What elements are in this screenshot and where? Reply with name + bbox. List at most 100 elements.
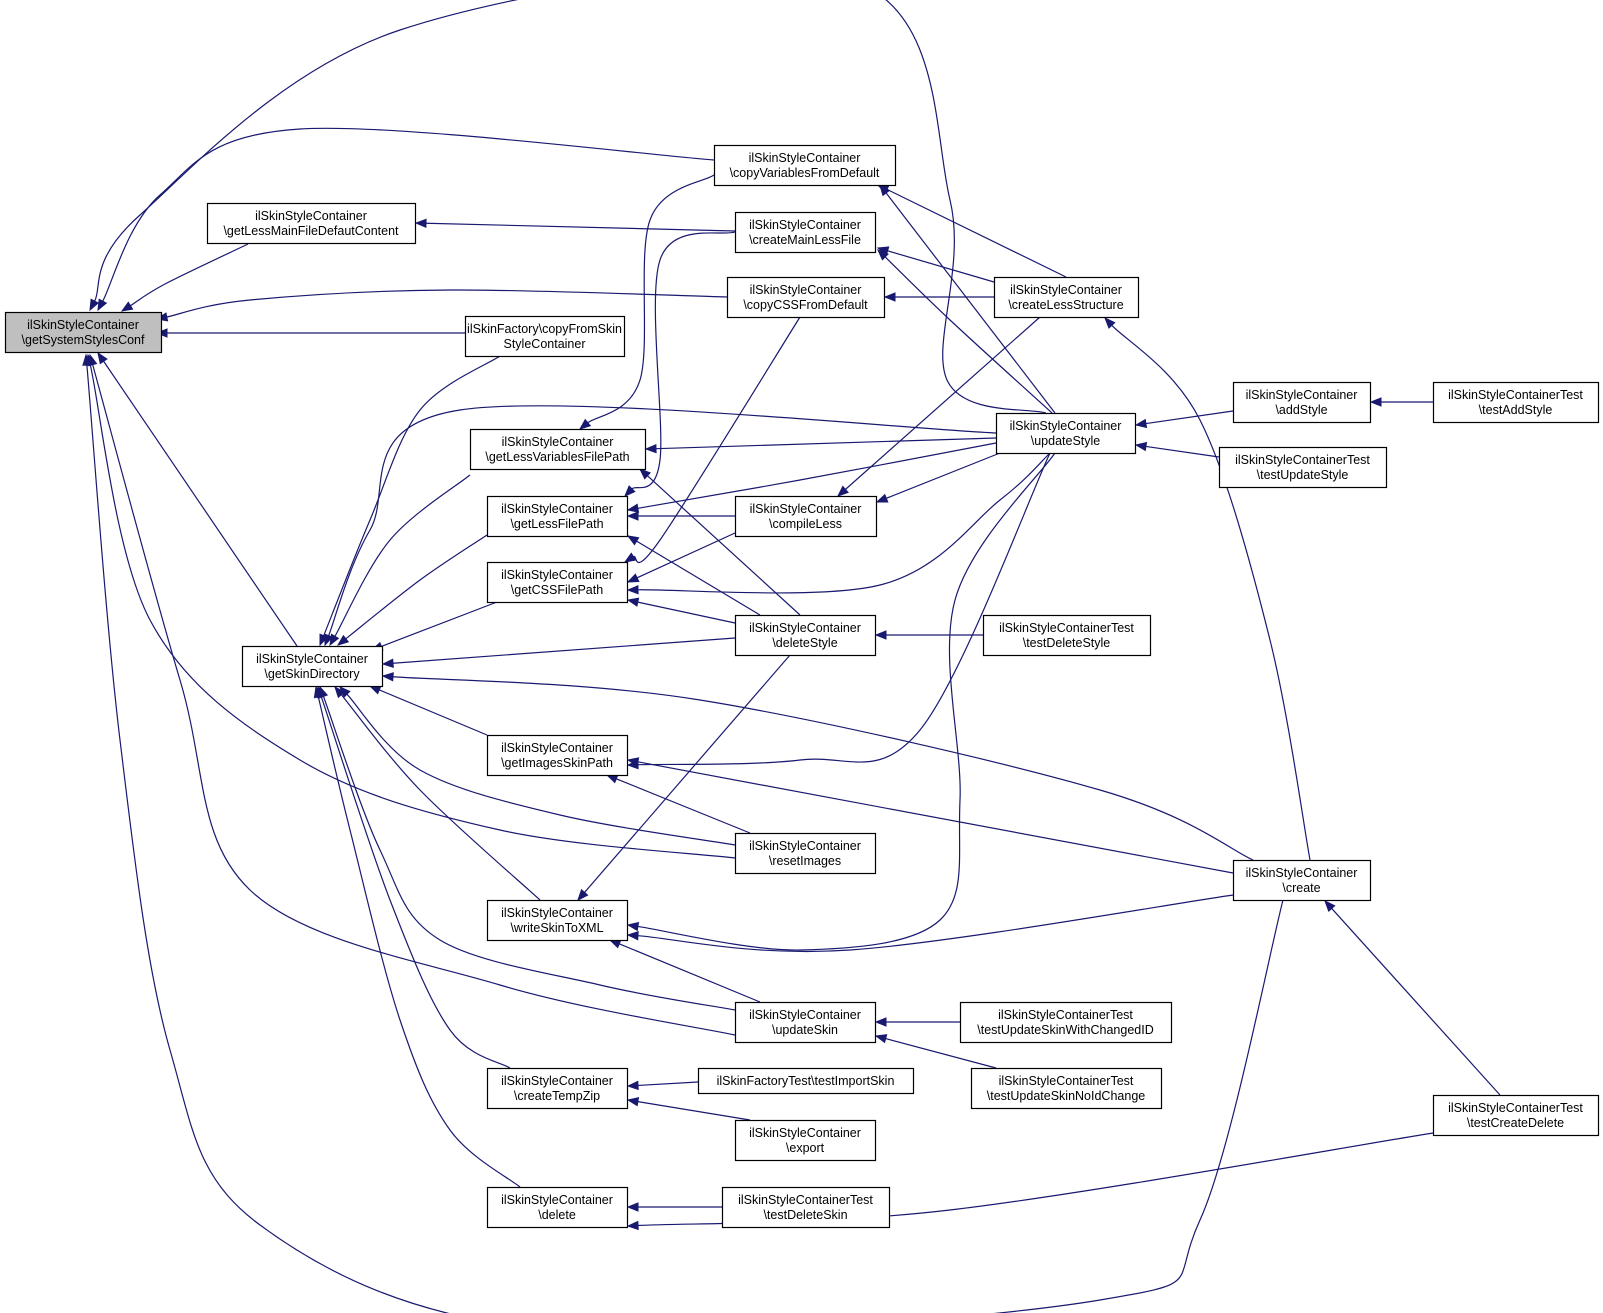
node-delete[interactable]: ilSkinStyleContainer\delete — [486, 1186, 629, 1229]
edge-copyCSSFromDefault-root — [155, 289, 728, 322]
node-label: \testCreateDelete — [1467, 1116, 1564, 1130]
edge-writeSkinToXML-getSkinDirectory — [334, 685, 541, 901]
edge-updateStyle-getLessVariablesFilePath — [644, 437, 997, 454]
edge-updateSkin-writeSkinToXML — [608, 939, 761, 1003]
edge-line — [845, 316, 1041, 490]
node-testAddStyle[interactable]: ilSkinStyleContainerTest\testAddStyle — [1432, 381, 1600, 424]
edge-line — [587, 174, 715, 424]
edge-line — [1145, 410, 1234, 425]
node-createLessStructure[interactable]: ilSkinStyleContainer\createLessStructure — [993, 276, 1140, 319]
arrowhead — [324, 633, 334, 647]
node-create[interactable]: ilSkinStyleContainer\create — [1232, 859, 1372, 902]
node-export[interactable]: ilSkinStyleContainer\export — [734, 1119, 877, 1162]
node-root[interactable]: ilSkinStyleContainer\getSystemStylesConf — [4, 311, 163, 354]
edge-line — [885, 192, 1056, 414]
node-box — [734, 832, 877, 875]
arrowhead — [578, 418, 592, 430]
node-getLessVariablesFilePath[interactable]: ilSkinStyleContainer\getLessVariablesFil… — [469, 428, 647, 471]
edge-getLessFilePath-getSkinDirectory — [336, 534, 488, 646]
node-testImportSkin[interactable]: ilSkinFactoryTest\testImportSkin — [697, 1067, 915, 1095]
node-createTempZip[interactable]: ilSkinStyleContainer\createTempZip — [486, 1067, 629, 1110]
node-box — [734, 614, 877, 657]
node-box — [486, 561, 629, 604]
arrowhead — [368, 685, 382, 695]
arrowhead — [626, 1202, 639, 1212]
edge-line — [345, 534, 488, 640]
node-testCreateDelete[interactable]: ilSkinStyleContainerTest\testCreateDelet… — [1432, 1094, 1600, 1137]
node-label: \createLessStructure — [1008, 298, 1123, 312]
edge-compileLess-getLessFilePath — [626, 511, 735, 521]
edge-line — [884, 256, 1053, 414]
node-label: ilSkinStyleContainer — [750, 502, 862, 516]
edge-testUpdateSkinNoIdChange-updateSkin — [874, 1034, 997, 1069]
edge-line — [317, 696, 521, 1188]
node-box — [1432, 381, 1600, 424]
node-getLessFilePath[interactable]: ilSkinStyleContainer\getLessFilePath — [486, 495, 629, 538]
node-label: \copyCSSFromDefault — [743, 298, 868, 312]
arrowhead — [626, 921, 640, 932]
node-getCSSFilePath[interactable]: ilSkinStyleContainer\getCSSFilePath — [486, 561, 629, 604]
node-testUpdateStyle[interactable]: ilSkinStyleContainerTest\testUpdateStyle — [1218, 446, 1388, 489]
arrowhead — [1104, 317, 1116, 329]
node-box — [486, 1067, 629, 1110]
edge-createLessStructure-copyCSSFromDefault — [883, 292, 994, 302]
edge-line — [887, 250, 995, 283]
edge-copyCSSFromDefault-getCSSFilePath — [623, 316, 801, 564]
edge-addStyle-updateStyle — [1134, 410, 1234, 429]
edge-line — [584, 654, 791, 893]
node-deleteStyle[interactable]: ilSkinStyleContainer\deleteStyle — [734, 614, 877, 657]
node-testDeleteSkin[interactable]: ilSkinStyleContainerTest\testDeleteSkin — [721, 1186, 891, 1229]
node-testUpdateSkinNoIdChange[interactable]: ilSkinStyleContainerTest\testUpdateSkinN… — [970, 1067, 1163, 1110]
node-compileLess[interactable]: ilSkinStyleContainer\compileLess — [734, 495, 878, 538]
edge-testImportSkin-createTempZip — [626, 1080, 699, 1091]
node-box — [1232, 381, 1372, 424]
node-label: ilSkinStyleContainer — [1246, 388, 1358, 402]
edge-updateStyle-compileLess — [875, 452, 1001, 503]
edge-deleteStyle-getLessFilePath — [626, 535, 761, 616]
arrowhead — [626, 573, 640, 583]
edge-line — [616, 778, 751, 834]
arrowhead — [879, 183, 891, 197]
node-label: ilSkinStyleContainerTest — [1448, 388, 1583, 402]
node-label: \writeSkinToXML — [510, 921, 603, 935]
node-copyCSSFromDefault[interactable]: ilSkinStyleContainer\copyCSSFromDefault — [726, 276, 886, 319]
edge-testCreateDelete-create — [1324, 900, 1501, 1096]
edge-create-getImagesSkinPath — [626, 757, 1234, 874]
edge-updateStyle-getLessFilePath — [626, 442, 997, 513]
edge-line — [166, 289, 728, 318]
node-label: ilSkinStyleContainerTest — [999, 621, 1134, 635]
edge-line — [392, 637, 736, 664]
arrowhead — [339, 686, 351, 698]
edge-createMainLessFile-getLessFilePath — [624, 231, 736, 497]
node-layer: ilSkinStyleContainer\getSystemStylesConf… — [4, 144, 1600, 1229]
arrowhead — [883, 292, 896, 302]
node-writeSkinToXML[interactable]: ilSkinStyleContainer\writeSkinToXML — [486, 899, 629, 942]
arrowhead — [877, 249, 889, 261]
node-updateSkin[interactable]: ilSkinStyleContainer\updateSkin — [734, 1001, 877, 1044]
edge-line — [102, 127, 715, 302]
node-testUpdateSkinWithChangedID[interactable]: ilSkinStyleContainerTest\testUpdateSkinW… — [959, 1001, 1173, 1044]
node-getImagesSkinPath[interactable]: ilSkinStyleContainer\getImagesSkinPath — [486, 734, 629, 777]
node-addStyle[interactable]: ilSkinStyleContainer\addStyle — [1232, 381, 1372, 424]
node-getSkinDirectory[interactable]: ilSkinStyleContainer\getSkinDirectory — [241, 645, 384, 688]
node-label: \testDeleteStyle — [1023, 636, 1111, 650]
node-label: ilSkinStyleContainerTest — [1235, 453, 1370, 467]
edge-line — [633, 316, 801, 564]
node-copyVariablesFromDefault[interactable]: ilSkinStyleContainer\copyVariablesFromDe… — [713, 144, 897, 187]
node-label: \getSkinDirectory — [264, 667, 360, 681]
edge-export-createTempZip — [626, 1097, 751, 1121]
arrowhead — [626, 503, 640, 513]
edge-line — [425, 222, 736, 232]
node-updateStyle[interactable]: ilSkinStyleContainer\updateStyle — [995, 412, 1137, 455]
node-label: ilSkinStyleContainer — [750, 283, 862, 297]
node-testDeleteStyle[interactable]: ilSkinStyleContainerTest\testDeleteStyle — [982, 614, 1152, 657]
node-resetImages[interactable]: ilSkinStyleContainer\resetImages — [734, 832, 877, 875]
node-createMainLessFile[interactable]: ilSkinStyleContainer\createMainLessFile — [734, 211, 877, 254]
node-label: ilSkinStyleContainer — [749, 151, 861, 165]
node-getLessMainFileDefautContent[interactable]: ilSkinStyleContainer\getLessMainFileDefa… — [206, 202, 417, 245]
edge-copyFromSkinStyleContainer-root — [155, 328, 465, 338]
edge-updateStyle-root — [89, 0, 1047, 414]
edge-copyFromSkinStyleContainer-getSkinDirectory — [319, 355, 501, 647]
